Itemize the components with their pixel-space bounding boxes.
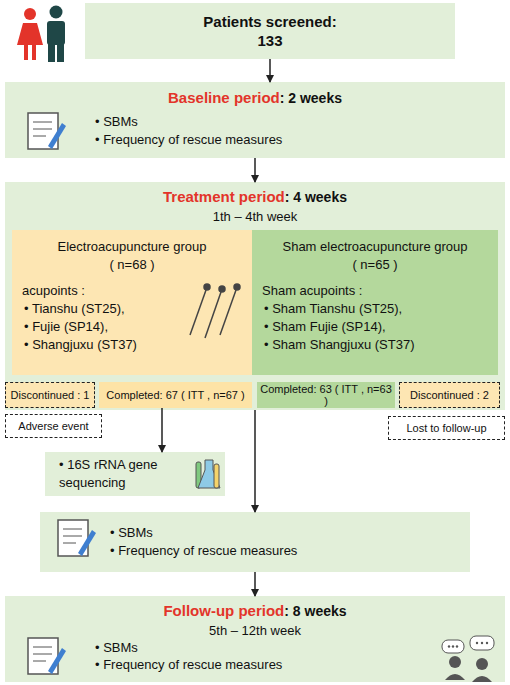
reason-box: Adverse event [5, 414, 102, 438]
group-box: Electroacupuncture group ( n=68 ) acupoint… [12, 230, 252, 375]
node-text: • Sham Fujie (SP14), [264, 319, 386, 334]
assessment-box: • SBMs • Frequency of rescue measures [40, 512, 470, 572]
node-text: Follow-up period [163, 602, 284, 619]
sequencing-box: • 16S rRNA gene sequencing [45, 452, 225, 496]
node-text: ( n=68 ) [109, 257, 154, 272]
completed-box: Completed: 63 ( ITT , n=63 ) [257, 382, 395, 408]
period-box: Treatment period: 4 weeks 1th – 4th weekE… [5, 182, 505, 410]
reason-box: Lost to follow-up [388, 416, 505, 440]
node-text: Electroacupuncture group [58, 239, 207, 254]
node-text: 1th – 4th week [213, 209, 298, 224]
flow-arrow [269, 59, 271, 82]
node-text: • 16S rRNA gene sequencing [59, 457, 158, 490]
screening-box: Patients screened: 133 [85, 3, 455, 59]
flow-arrow [161, 408, 163, 452]
node-text: • Shangjuxu (ST37) [24, 337, 137, 352]
node-text: : 2 weeks [280, 90, 342, 106]
node-text: Completed: 63 ( ITT , n=63 ) [260, 383, 392, 407]
node-text: • Fujie (SP14), [24, 319, 108, 334]
node-text: 133 [257, 32, 282, 49]
node-text: • Sham Shangjuxu (ST37) [264, 337, 415, 352]
people-icon [17, 6, 65, 63]
flow-arrow [254, 572, 256, 596]
flow-arrow [254, 410, 256, 512]
node-text: Treatment period [163, 188, 285, 205]
node-text: Sham electroacupuncture group [282, 239, 467, 254]
flow-arrow [254, 158, 256, 182]
node-text: 5th – 12th week [209, 623, 301, 638]
node-text: • SBMs [95, 114, 138, 129]
node-text: Adverse event [18, 420, 88, 432]
node-text: ( n=65 ) [352, 257, 397, 272]
node-text: Lost to follow-up [406, 422, 486, 434]
node-text: Discontinued : 1 [11, 389, 90, 401]
completed-box: Completed: 67 ( ITT , n=67 ) [99, 382, 252, 408]
period-box: Follow-up period: 8 weeks 5th – 12th week… [5, 596, 505, 682]
node-text: acupoints : [22, 283, 85, 298]
group-box: Sham electroacupuncture group ( n=65 ) Sha… [252, 230, 498, 375]
node-text: : 8 weeks [284, 603, 346, 619]
node-text: • Tianshu (ST25), [24, 301, 125, 316]
node-text: • Frequency of rescue measures [95, 657, 282, 672]
node-text: • Frequency of rescue measures [110, 543, 297, 558]
dropout-box: Discontinued : 1 [5, 382, 95, 408]
node-text: Patients screened: [203, 13, 336, 30]
node-text: Sham acupoints : [262, 283, 362, 298]
node-text: Baseline period [168, 89, 280, 106]
node-text: : 4 weeks [285, 189, 347, 205]
node-text: Completed: 67 ( ITT , n=67 ) [106, 389, 244, 401]
node-text: Discontinued : 2 [410, 389, 489, 401]
period-box: Baseline period: 2 weeks • SBMs • Frequenc… [5, 82, 505, 158]
node-text: • SBMs [110, 525, 153, 540]
node-text: • SBMs [95, 640, 138, 655]
dropout-box: Discontinued : 2 [399, 382, 500, 408]
node-text: • Frequency of rescue measures [95, 132, 282, 147]
node-text: • Sham Tianshu (ST25), [264, 301, 402, 316]
